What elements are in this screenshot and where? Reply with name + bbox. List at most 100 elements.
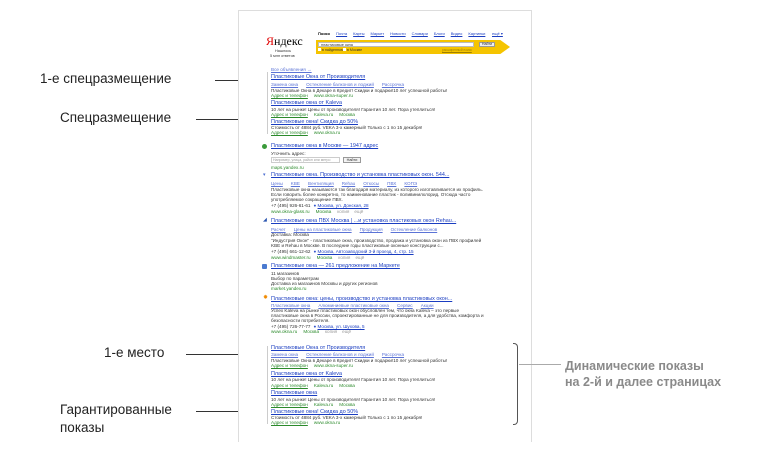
checkbox-in-moscow[interactable]: в Москве [343,48,362,53]
contact-link[interactable]: Адрес и телефон [271,93,308,98]
quick-link[interactable]: Цены [271,181,283,186]
ad-title[interactable]: Пластиковые окна! Скидка до 50% [271,409,358,415]
result-url[interactable]: www.okna-glass.ru [271,209,310,214]
quick-link[interactable]: KBE [290,181,300,186]
quick-link[interactable]: Остекление балконов [390,227,438,232]
arrow-first-special [215,80,257,81]
phone: +7 (495) 926-61-61 [271,203,311,208]
checkbox-in-found[interactable]: в найденном [318,48,343,53]
result-delivery: Доставка: Москва [271,232,309,237]
maps-url[interactable]: maps.yandex.ru [271,165,304,170]
market-line: Доставка из магазинов Москвы и других ре… [271,281,378,286]
tab-news[interactable]: Новости [390,31,406,36]
ad-title[interactable]: Пластиковые окна! Скидка до 50% [271,119,358,125]
maps-find-button[interactable]: Найти [343,157,361,163]
ad-contact-line: Адрес и телефон www.okna.ru [271,420,340,425]
ad-domain[interactable]: www.okna-super.ru [313,363,353,368]
tab-more[interactable]: ещё ▾ [492,31,503,36]
market-title[interactable]: Пластиковые окна — 261 предложение на Ма… [271,263,400,269]
tab-video[interactable]: Видео [450,31,463,36]
ad-contact-line: Адрес и телефон www.okna.ru [271,130,340,135]
quick-link[interactable]: Сервис [397,303,413,308]
sitelink[interactable]: Рассрочка [381,82,405,87]
quick-link[interactable]: Цены на пластиковые окна [293,227,352,232]
all-ads-link[interactable]: Все объявления → [271,67,312,72]
ad-title[interactable]: Пластиковые окна от Kaleva [271,100,343,106]
ad-domain[interactable]: www.okna-super.ru [313,93,353,98]
logo[interactable]: Яндекс [266,34,303,48]
label-first-place: 1-е место [104,345,165,360]
sitelink[interactable]: Замена окна [271,82,299,87]
tab-maps[interactable]: Карты [353,31,365,36]
ad-title[interactable]: Пластиковые Окна от Производителя [271,74,366,80]
result-links: Пластиковые окна Алюминиевые пластиковые … [271,303,434,308]
copy-link[interactable]: копия [338,255,351,260]
maps-refine-label: Уточнить адрес: [271,151,306,156]
map-pin-icon: ● [313,203,317,208]
quick-link[interactable]: Алюминиевые пластиковые окна [318,303,389,308]
more-link[interactable]: ещё [354,209,364,214]
ad-title[interactable]: Пластиковые окна от Kaleva [271,371,343,377]
address-link[interactable]: Москва, ул. Донская, 28 [317,203,369,208]
result-snippet: Успех Kaleva на рынке пластиковых окон о… [271,308,460,313]
quick-link[interactable]: Продукция [359,227,383,232]
quick-link[interactable]: Вентиляция [308,181,334,186]
ad-domain[interactable]: www.okna.ru [313,130,341,135]
contact-link[interactable]: Адрес и телефон [271,420,308,425]
copy-link[interactable]: копия [325,329,338,334]
search-button[interactable]: Найти [479,42,495,47]
more-link[interactable]: ещё [342,329,352,334]
direct-divider [267,346,268,424]
quick-link[interactable]: Акции [420,303,434,308]
result-url[interactable]: www.okna.ru [271,329,298,334]
ad-domain[interactable]: Kaleva.ru [313,402,334,407]
bracket-dynamic [513,343,518,425]
result-snippet: пластиковые окна в России, спроектирован… [271,313,484,318]
tab-mail[interactable]: Почта [336,31,348,36]
maps-title[interactable]: Пластиковые окна в Москве — 1947 адрес [271,143,379,149]
maps-address-input[interactable]: Например, улица, район или метро [271,157,340,163]
contact-link[interactable]: Адрес и телефон [271,112,308,117]
tab-market[interactable]: Маркет [370,31,385,36]
ad-title[interactable]: Пластиковые окна [271,390,318,396]
quick-link[interactable]: Пластиковые окна [271,303,311,308]
sitelink[interactable]: Рассрочка [381,352,405,357]
advanced-search-link[interactable]: расширенный поиск [442,48,472,52]
quick-link[interactable]: Расчет [271,227,286,232]
result-title[interactable]: Пластиковые окна: цены, производство и у… [271,296,453,302]
sitelink[interactable]: Остекление балконов и лоджий [306,352,374,357]
checkbox-in-found-label: в найденном [322,48,344,52]
result-url[interactable]: www.windmaster.ru [271,255,311,260]
quick-link[interactable]: КОПЭ [404,181,418,186]
address-link[interactable]: Москва, Автозаводский 3-й проезд, 4, стр… [317,249,414,254]
copy-link[interactable]: копия [337,209,350,214]
contact-link[interactable]: Адрес и телефон [271,130,308,135]
contact-link[interactable]: Адрес и телефон [271,402,308,407]
ad-sitelinks: Замена окна Остекление балконов и лоджий Р… [271,352,404,357]
ad-domain[interactable]: www.okna.ru [313,420,341,425]
ad-title[interactable]: Пластиковые Окна от Производителя [271,345,366,351]
ad-domain[interactable]: Kaleva.ru [313,383,334,388]
more-link[interactable]: ещё [355,255,365,260]
contact-link[interactable]: Адрес и телефон [271,383,308,388]
result-title[interactable]: Пластиковые окна. Производство и установ… [271,172,450,178]
star-favicon-icon: ✸ [263,295,269,301]
tab-blogs[interactable]: Блоги [433,31,445,36]
quick-link[interactable]: ПВХ [387,181,397,186]
result-title[interactable]: Пластиковые окна ПВХ Москва | ...и устан… [271,218,457,224]
ad-text: Стоимость от 4884 руб. VEKA 3-х камерный… [271,415,423,420]
ad-domain[interactable]: Kaleva.ru [313,112,334,117]
tab-search[interactable]: Поиск [318,31,331,36]
address-link[interactable]: Москва, ул. Шухова, 5 [317,324,365,329]
tab-images[interactable]: Картинки [468,31,486,36]
sitelink[interactable]: Замена окна [271,352,299,357]
quick-link[interactable]: Откосы [363,181,380,186]
label-dynamic-2: на 2-й и далее страницах [565,375,722,389]
contact-link[interactable]: Адрес и телефон [271,363,308,368]
market-url[interactable]: market.yandex.ru [271,286,307,291]
tab-dicts[interactable]: Словари [411,31,428,36]
search-input[interactable]: пластиковые окна [318,42,474,47]
quick-link[interactable]: Rehau [341,181,356,186]
sitelink[interactable]: Остекление балконов и лоджий [306,82,374,87]
